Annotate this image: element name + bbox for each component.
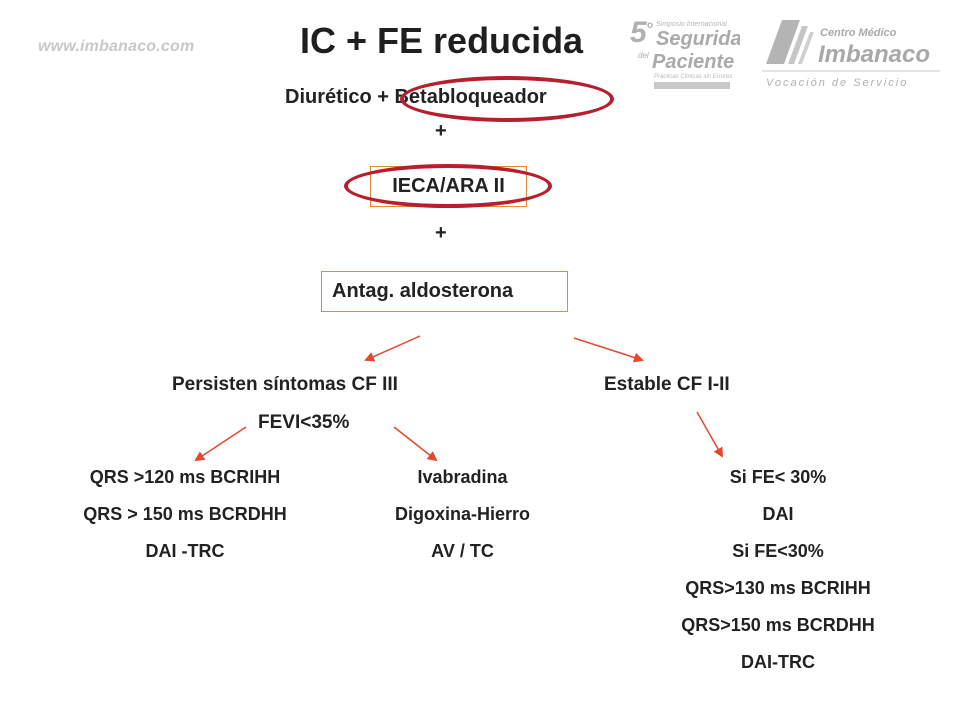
outcome-right-5: QRS>150 ms BCRDHH [681, 615, 875, 635]
arrow-to-qrs-left [194, 426, 247, 462]
plus-1: + [435, 120, 447, 142]
simposio-logo-line2: Seguridad [656, 28, 740, 50]
imbanaco-logo-tagline: Vocación de Servicio [766, 77, 908, 89]
page-title: IC + FE reducida [300, 20, 584, 61]
imbanaco-logo-line2: Imbanaco [818, 41, 930, 68]
outcome-left-2: QRS > 150 ms BCRDHH [83, 504, 287, 524]
simposio-logo-line3: del [638, 51, 649, 60]
step2-box: IECA/ARA II [370, 166, 527, 207]
outcome-right-6: DAI-TRC [741, 652, 815, 672]
imbanaco-logo-line1: Centro Médico [820, 27, 897, 39]
arrow-to-sife [696, 411, 723, 458]
step3-box: Antag. aldosterona [321, 271, 568, 312]
arrow-to-estable [573, 337, 644, 363]
outcome-left-1: QRS >120 ms BCRIHH [89, 467, 281, 487]
outcome-left-3: DAI -TRC [145, 541, 225, 561]
simposio-logo-line1: Simposio Internacional [656, 21, 727, 28]
simposio-logo-sup: o [647, 20, 653, 31]
outcome-right-2: DAI [762, 504, 794, 524]
outcome-mid-1: Ivabradina [417, 467, 508, 487]
imbanaco-logo: Centro Médico Imbanaco Vocación de Servi… [760, 16, 942, 98]
simposio-logo: 5 o Simposio Internacional Seguridad del… [628, 14, 755, 94]
watermark: www.imbanaco.com [38, 38, 195, 55]
simposio-logo-number: 5 [630, 16, 648, 49]
imbanaco-emblem-icon [766, 20, 814, 64]
branch-left-label: Persisten síntomas CF III [172, 374, 398, 395]
outcome-right-4: QRS>130 ms BCRIHH [685, 578, 871, 598]
simposio-logo-line5: Prácticas Clínicas sin Errores [654, 74, 732, 80]
outcome-right-3: Si FE<30% [732, 541, 824, 561]
step1-text: Diurético + Betabloqueador [285, 86, 547, 108]
simposio-logo-line4: Paciente [652, 51, 734, 73]
arrow-to-ivabradina [393, 426, 438, 462]
outcome-mid-2: Digoxina-Hierro [394, 504, 531, 524]
branch-left-sublabel: FEVI<35% [258, 412, 350, 433]
outcome-mid-3: AV / TC [431, 541, 494, 561]
branch-right-label: Estable CF I-II [604, 374, 730, 395]
arrow-to-persisten [364, 335, 421, 362]
plus-2: + [435, 222, 447, 244]
outcome-right-1: Si FE< 30% [729, 467, 827, 487]
